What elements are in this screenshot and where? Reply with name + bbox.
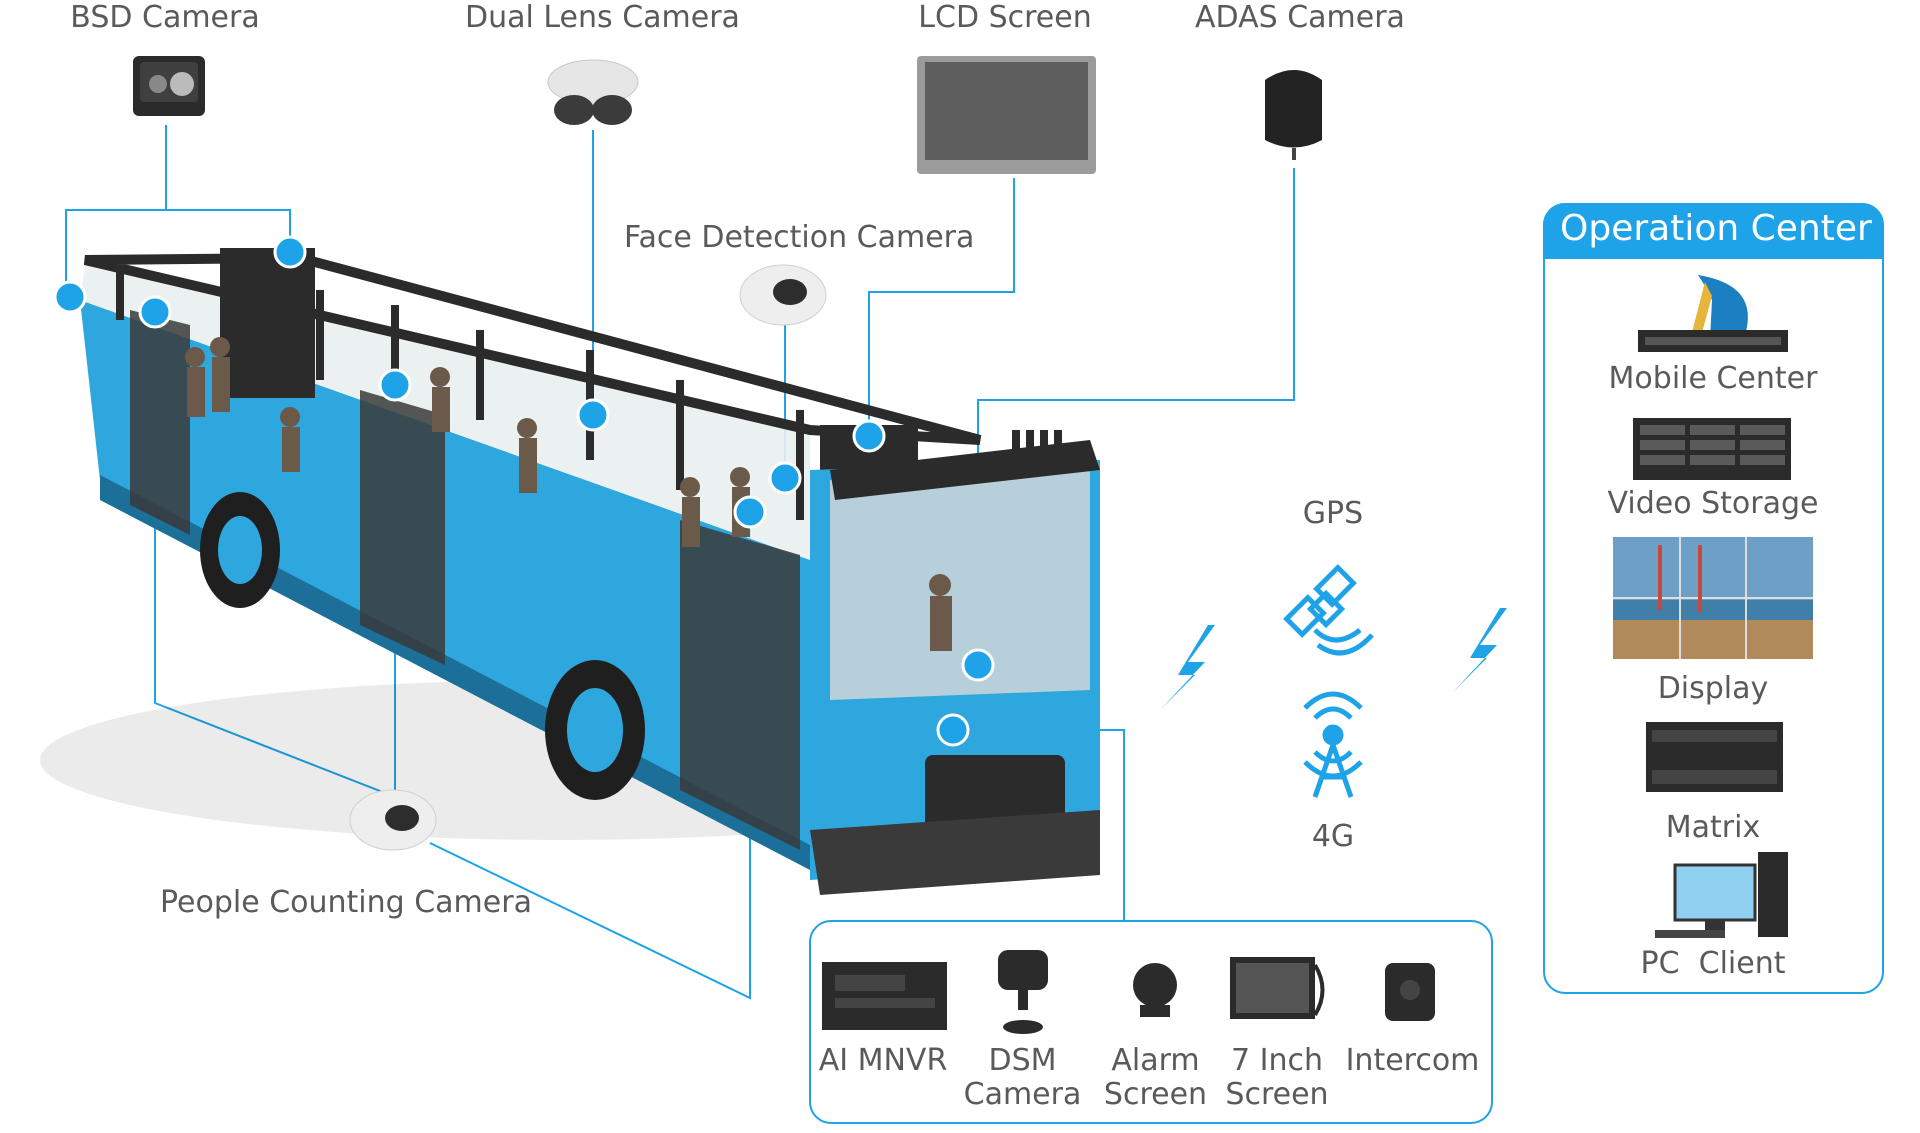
dot-lcd — [852, 419, 886, 453]
dot-people-counting-mid — [378, 368, 412, 402]
bus-doors — [130, 310, 800, 850]
bus-front-bumper — [810, 810, 1100, 895]
bsd-camera-icon — [133, 56, 205, 116]
oc-item-pc-client: PC Client — [1640, 946, 1786, 981]
adas-camera-label: ADAS Camera — [1195, 0, 1405, 35]
lcd-screen-icon — [917, 56, 1096, 174]
4g-label: 4G — [1311, 819, 1355, 854]
device-alarm-line1: Alarm — [1111, 1043, 1200, 1078]
device-7inch-line2: Screen — [1225, 1077, 1329, 1112]
bsd-connector-right — [166, 209, 291, 252]
onboard-devices-panel — [809, 920, 1493, 1124]
dot-bsd-rear-left — [53, 280, 87, 314]
bsd-connector — [65, 125, 167, 295]
lcd-screen-label: LCD Screen — [918, 0, 1092, 35]
operation-center-title: Operation Center — [1560, 208, 1872, 249]
dot-dual-lens — [576, 398, 610, 432]
device-dsm-line2: Camera — [963, 1077, 1082, 1112]
bus-windshield — [830, 470, 1090, 700]
bus-wheels — [200, 492, 645, 800]
face-detection-camera-label: Face Detection Camera — [624, 220, 975, 255]
dual-lens-camera-icon — [547, 59, 639, 125]
dual-lens-camera-label: Dual Lens Camera — [465, 0, 740, 35]
device-intercom-line1: Intercom — [1345, 1043, 1480, 1078]
lightning-icon-right — [1452, 608, 1507, 693]
device-ai-mnvr-line1: AI MNVR — [818, 1043, 948, 1078]
operation-center-panel — [1543, 203, 1884, 994]
oc-item-mobile-center: Mobile Center — [1608, 361, 1818, 396]
dot-adas — [961, 648, 995, 682]
device-7inch-line1: 7 Inch — [1231, 1043, 1323, 1078]
oc-item-video-storage: Video Storage — [1607, 486, 1819, 521]
bus-illustration — [40, 248, 1100, 895]
dot-mnvr — [936, 713, 970, 747]
bsd-camera-label: BSD Camera — [70, 0, 260, 35]
operation-center-header — [1543, 203, 1884, 259]
adas-camera-icon — [1265, 70, 1322, 160]
4g-tower-icon — [1303, 691, 1363, 798]
device-dsm-line1: DSM — [988, 1043, 1057, 1078]
face-detection-camera-icon — [739, 264, 827, 326]
gps-label: GPS — [1302, 496, 1364, 531]
dot-people-counting-rear — [138, 295, 172, 329]
bus-front-grille — [925, 755, 1065, 830]
oc-item-display: Display — [1657, 671, 1769, 706]
dot-face-detection — [768, 461, 802, 495]
lcd-connector — [868, 178, 1015, 436]
bus-rear-tower — [220, 248, 315, 398]
lightning-icon-left — [1160, 625, 1215, 710]
bus-roof-vents — [1012, 430, 1062, 456]
people-counting-camera-icon — [349, 789, 437, 851]
camera-location-dots — [53, 235, 995, 747]
oc-item-matrix: Matrix — [1665, 810, 1761, 845]
dot-bsd-rear-top — [273, 235, 307, 269]
dot-people-counting-front — [733, 495, 767, 529]
people-counting-camera-label: People Counting Camera — [160, 885, 532, 920]
gps-satellite-icon — [1283, 564, 1374, 656]
device-alarm-line2: Screen — [1103, 1077, 1208, 1112]
